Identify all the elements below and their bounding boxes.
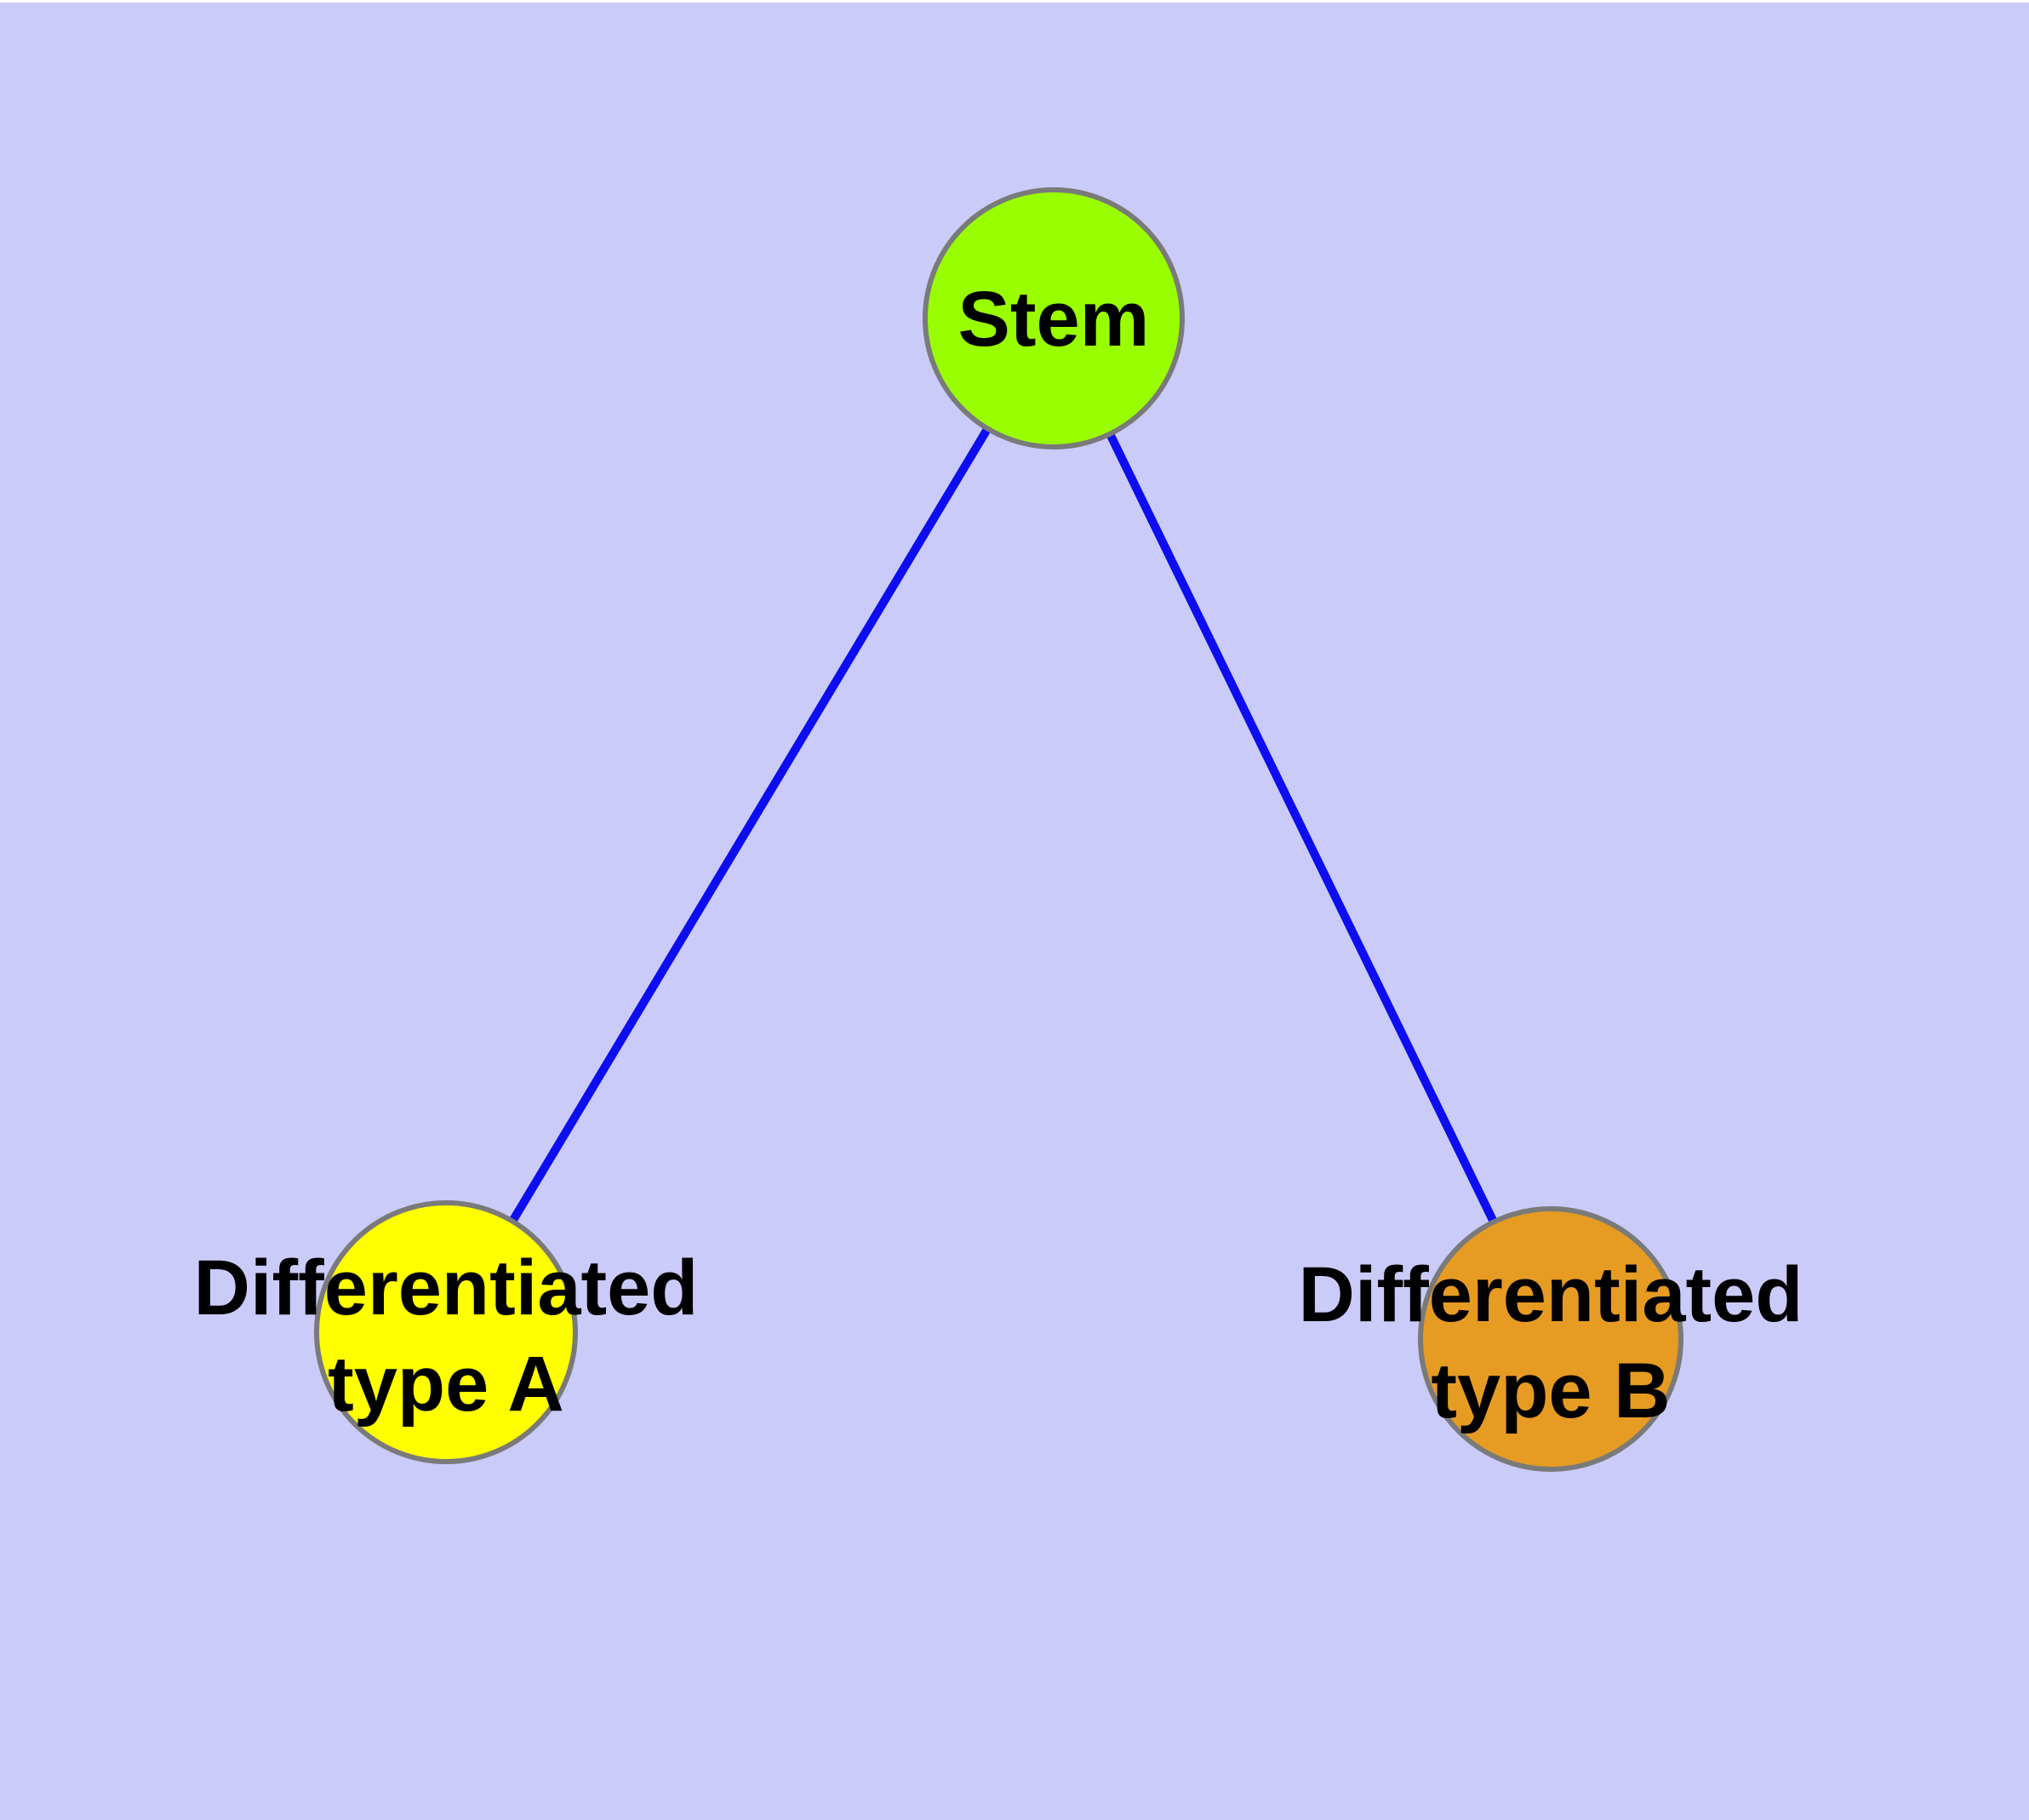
node-stem — [923, 187, 1185, 449]
edge-group — [442, 316, 1555, 1342]
node-type-a-label-line1: Differentiated — [194, 1245, 699, 1331]
node-type-b-label-line2: type B — [1431, 1348, 1670, 1434]
node-differentiated-type-b — [1418, 1206, 1683, 1472]
node-group — [314, 187, 1683, 1472]
node-differentiated-type-a — [314, 1200, 578, 1464]
node-type-a-label-line2: type A — [328, 1341, 564, 1428]
edge-stem-to-type-b — [1049, 316, 1555, 1342]
node-stem-label: Stem — [958, 276, 1150, 363]
edge-stem-to-type-a — [442, 316, 1058, 1335]
label-group: Stem Differentiated type A Differentiate… — [194, 276, 1803, 1434]
node-type-b-label-line1: Differentiated — [1299, 1251, 1803, 1338]
